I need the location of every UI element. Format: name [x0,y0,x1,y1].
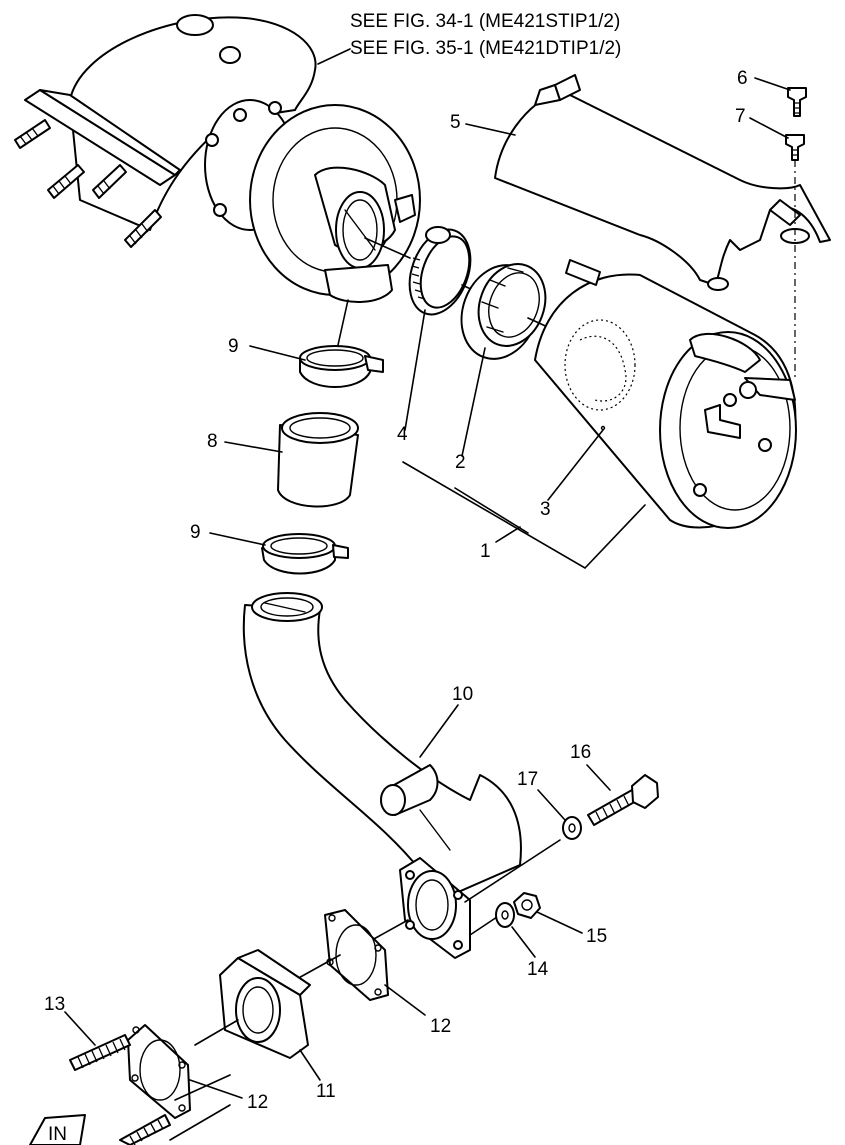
leader-7 [749,117,789,139]
callout-9-lower: 9 [190,522,201,543]
direction-mark-label: IN [48,1124,67,1145]
leader-13 [64,1011,96,1046]
reference-leader [317,48,351,65]
part-12-gasket-lower [127,1024,191,1119]
leader-11 [299,1049,321,1081]
part-9-hose-clamp-upper [299,345,384,388]
leader-1 [495,526,521,543]
callout-5: 5 [450,112,461,133]
callout-7: 7 [735,106,746,127]
leader-12a [384,984,426,1016]
axis-flange-to-washer [464,839,561,903]
leader-4 [404,309,426,431]
part-13-stud-lower [119,1114,171,1145]
leader-2 [461,347,486,457]
bracket-1-mid [454,487,529,534]
callout-9-upper: 9 [228,336,239,357]
turbocharger [14,14,421,303]
leader-15 [536,911,583,934]
callout-1: 1 [480,541,491,562]
axis-spacer-to-gasket [194,1019,239,1046]
callout-8: 8 [207,431,218,452]
part-2-filter-element [460,263,547,360]
leader-5 [465,123,516,136]
leader-17 [537,789,566,821]
part-14-washer [495,902,515,928]
part-4-hose-clamp [408,226,472,316]
leader-10 [419,704,459,758]
axis-turbo-to-hose-clamp [337,299,349,346]
leader-9b [209,532,266,546]
leader-6 [754,77,791,91]
callout-6: 6 [737,68,748,89]
leader-12b [189,1079,243,1099]
leader-3 [547,429,604,501]
callout-4: 4 [397,424,408,445]
reference-fig-35-1: SEE FIG. 35-1 (ME421DTIP1/2) [350,38,621,59]
part-11-spacer [219,949,311,1059]
axis-flange-to-nut [469,914,501,936]
part-12-gasket-upper [324,909,389,1001]
callout-10: 10 [452,684,473,705]
part-6-knob-bolt [787,87,807,117]
leader-16 [586,764,611,791]
part-17-washer [562,816,582,840]
callout-13: 13 [44,994,65,1015]
direction-mark: IN [29,1114,86,1145]
part-16-bolt [587,774,659,826]
callout-12-lower: 12 [247,1092,268,1113]
callout-17: 17 [517,769,538,790]
part-15-nut [513,892,541,919]
leader-8 [224,441,283,453]
callout-11: 11 [316,1081,336,1102]
callout-14: 14 [527,959,549,980]
callout-12-upper: 12 [430,1016,451,1037]
callout-16: 16 [570,742,591,763]
leader-9a [249,345,306,361]
part-7-knob-bolt [785,134,805,161]
part-8-hose [277,412,359,508]
callout-15: 15 [586,926,607,947]
callout-3: 3 [540,499,551,520]
axis-lower-stud [169,1104,231,1141]
reference-fig-34-1: SEE FIG. 34-1 (ME421STIP1/2) [350,11,620,32]
part-13-stud [69,1034,131,1071]
part-5-cover [494,74,831,291]
axis-flange-to-gasket [371,919,409,941]
bracket-1 [402,461,646,570]
callout-2: 2 [455,452,466,473]
part-3-air-cleaner-body [534,259,797,529]
axis-turbo-to-clamp [364,237,411,259]
part-10-intake-pipe [242,592,522,959]
part-9-hose-clamp-lower [261,533,349,575]
axis-lower-gasket [174,1074,231,1101]
leader-14 [511,926,536,958]
